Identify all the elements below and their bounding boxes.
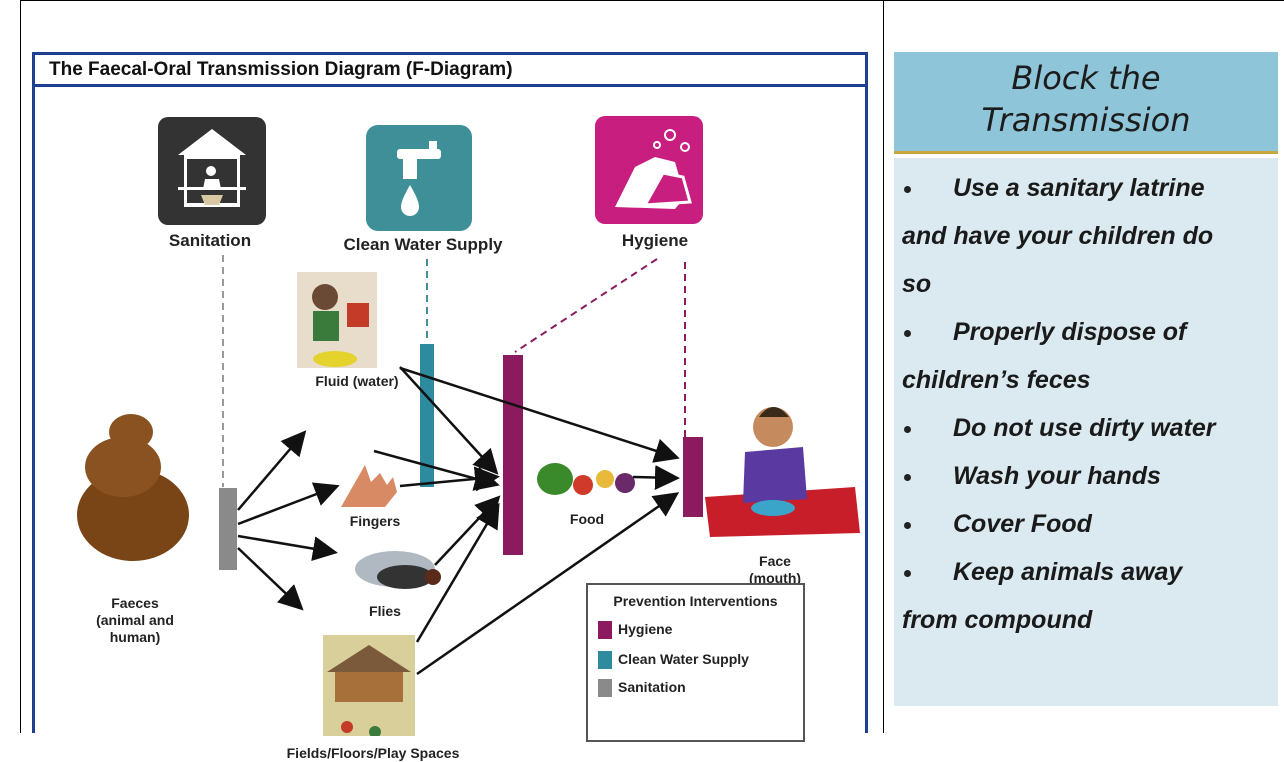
legend-item-hygiene: Hygiene [598,621,673,640]
legend-label-water: Clean Water Supply [618,651,749,667]
list-item-text: Cover Food [953,510,1092,538]
legend-swatch-water [598,651,612,670]
f-diagram-panel: The Faecal-Oral Transmission Diagram (F-… [32,52,868,761]
list-item-cont: children’s feces [902,356,1270,404]
bullet-icon [904,329,911,337]
food-illustration [537,463,635,495]
list-item-cont: from compound [902,596,1270,644]
label-sanitation: Sanitation [168,231,252,250]
list-item: Properly dispose of [902,308,1270,356]
list-item-cont: and have your children do [902,212,1270,260]
legend-item-water: Clean Water Supply [598,651,749,670]
child-illustration [705,407,860,537]
hygiene-bar-2 [683,437,703,517]
list-item-text: Properly dispose of [953,318,1187,346]
bullet-icon [904,473,911,481]
legend-label-sanitation: Sanitation [618,679,686,695]
hygiene-dash-2 [514,258,658,353]
list-item-text-cont: so [902,270,932,298]
label-fluid: Fluid (water) [315,373,399,389]
list-item: Use a sanitary latrine [902,164,1270,212]
list-item-text: Use a sanitary latrine [953,174,1205,202]
fly-illustration [355,551,441,589]
fingers-illustration [341,465,397,507]
water-tap-icon [366,125,472,231]
sanitation-bar [219,488,237,570]
f-diagram-svg [77,116,860,747]
list-item: Wash your hands [902,452,1270,500]
legend-swatch-sanitation [598,679,612,698]
legend-label-hygiene: Hygiene [618,621,673,637]
diagram-area: Sanitation Clean Water Supply Hygiene Fl… [35,87,865,761]
bullet-icon [904,185,911,193]
panel-title: The Faecal-Oral Transmission Diagram (F-… [35,55,865,87]
bullet-icon [904,425,911,433]
list-item-text: Keep animals away [953,558,1183,586]
list-item: Keep animals away [902,548,1270,596]
label-hygiene: Hygiene [621,231,689,250]
water-bar [420,344,434,487]
legend-swatch-hygiene [598,621,612,640]
label-fingers: Fingers [349,513,401,529]
list-item: Do not use dirty water [902,404,1270,452]
label-food: Food [569,511,605,527]
list-item-text: Do not use dirty water [953,414,1216,442]
fluid-illustration [297,272,377,368]
label-flies: Flies [369,603,401,619]
label-face: Face (mouth) [748,553,802,586]
legend-title: Prevention Interventions [613,593,778,609]
label-clean-water: Clean Water Supply [343,235,503,254]
faeces-illustration [77,414,189,561]
block-header: Block the Transmission [894,52,1278,154]
list-item-cont: so [902,260,1270,308]
bullet-icon [904,521,911,529]
label-faeces: Faeces (animal and human) [96,595,174,645]
list-item-text: Wash your hands [953,462,1161,490]
column-divider [883,0,884,733]
fields-illustration [323,635,415,747]
prevention-list: Use a sanitary latrine and have your chi… [894,158,1278,706]
transmission-arrows [237,366,680,676]
legend: Prevention Interventions Hygiene Clean W… [586,583,805,742]
label-fields: Fields/Floors/Play Spaces [286,745,460,761]
list-item-text-cont: children’s feces [902,366,1091,394]
list-item: Cover Food [902,500,1270,548]
block-transmission-panel: Block the Transmission Use a sanitary la… [894,52,1278,706]
hygiene-bar-1 [503,355,523,555]
list-item-text-cont: and have your children do [902,222,1214,250]
legend-item-sanitation: Sanitation [598,679,686,698]
page-frame [20,0,1284,733]
bullet-icon [904,569,911,577]
list-item-text-cont: from compound [902,606,1093,634]
block-header-line1: Block the [1011,59,1161,97]
handwashing-icon [595,116,703,224]
block-header-line2: Transmission [981,101,1191,139]
latrine-icon [158,117,266,225]
